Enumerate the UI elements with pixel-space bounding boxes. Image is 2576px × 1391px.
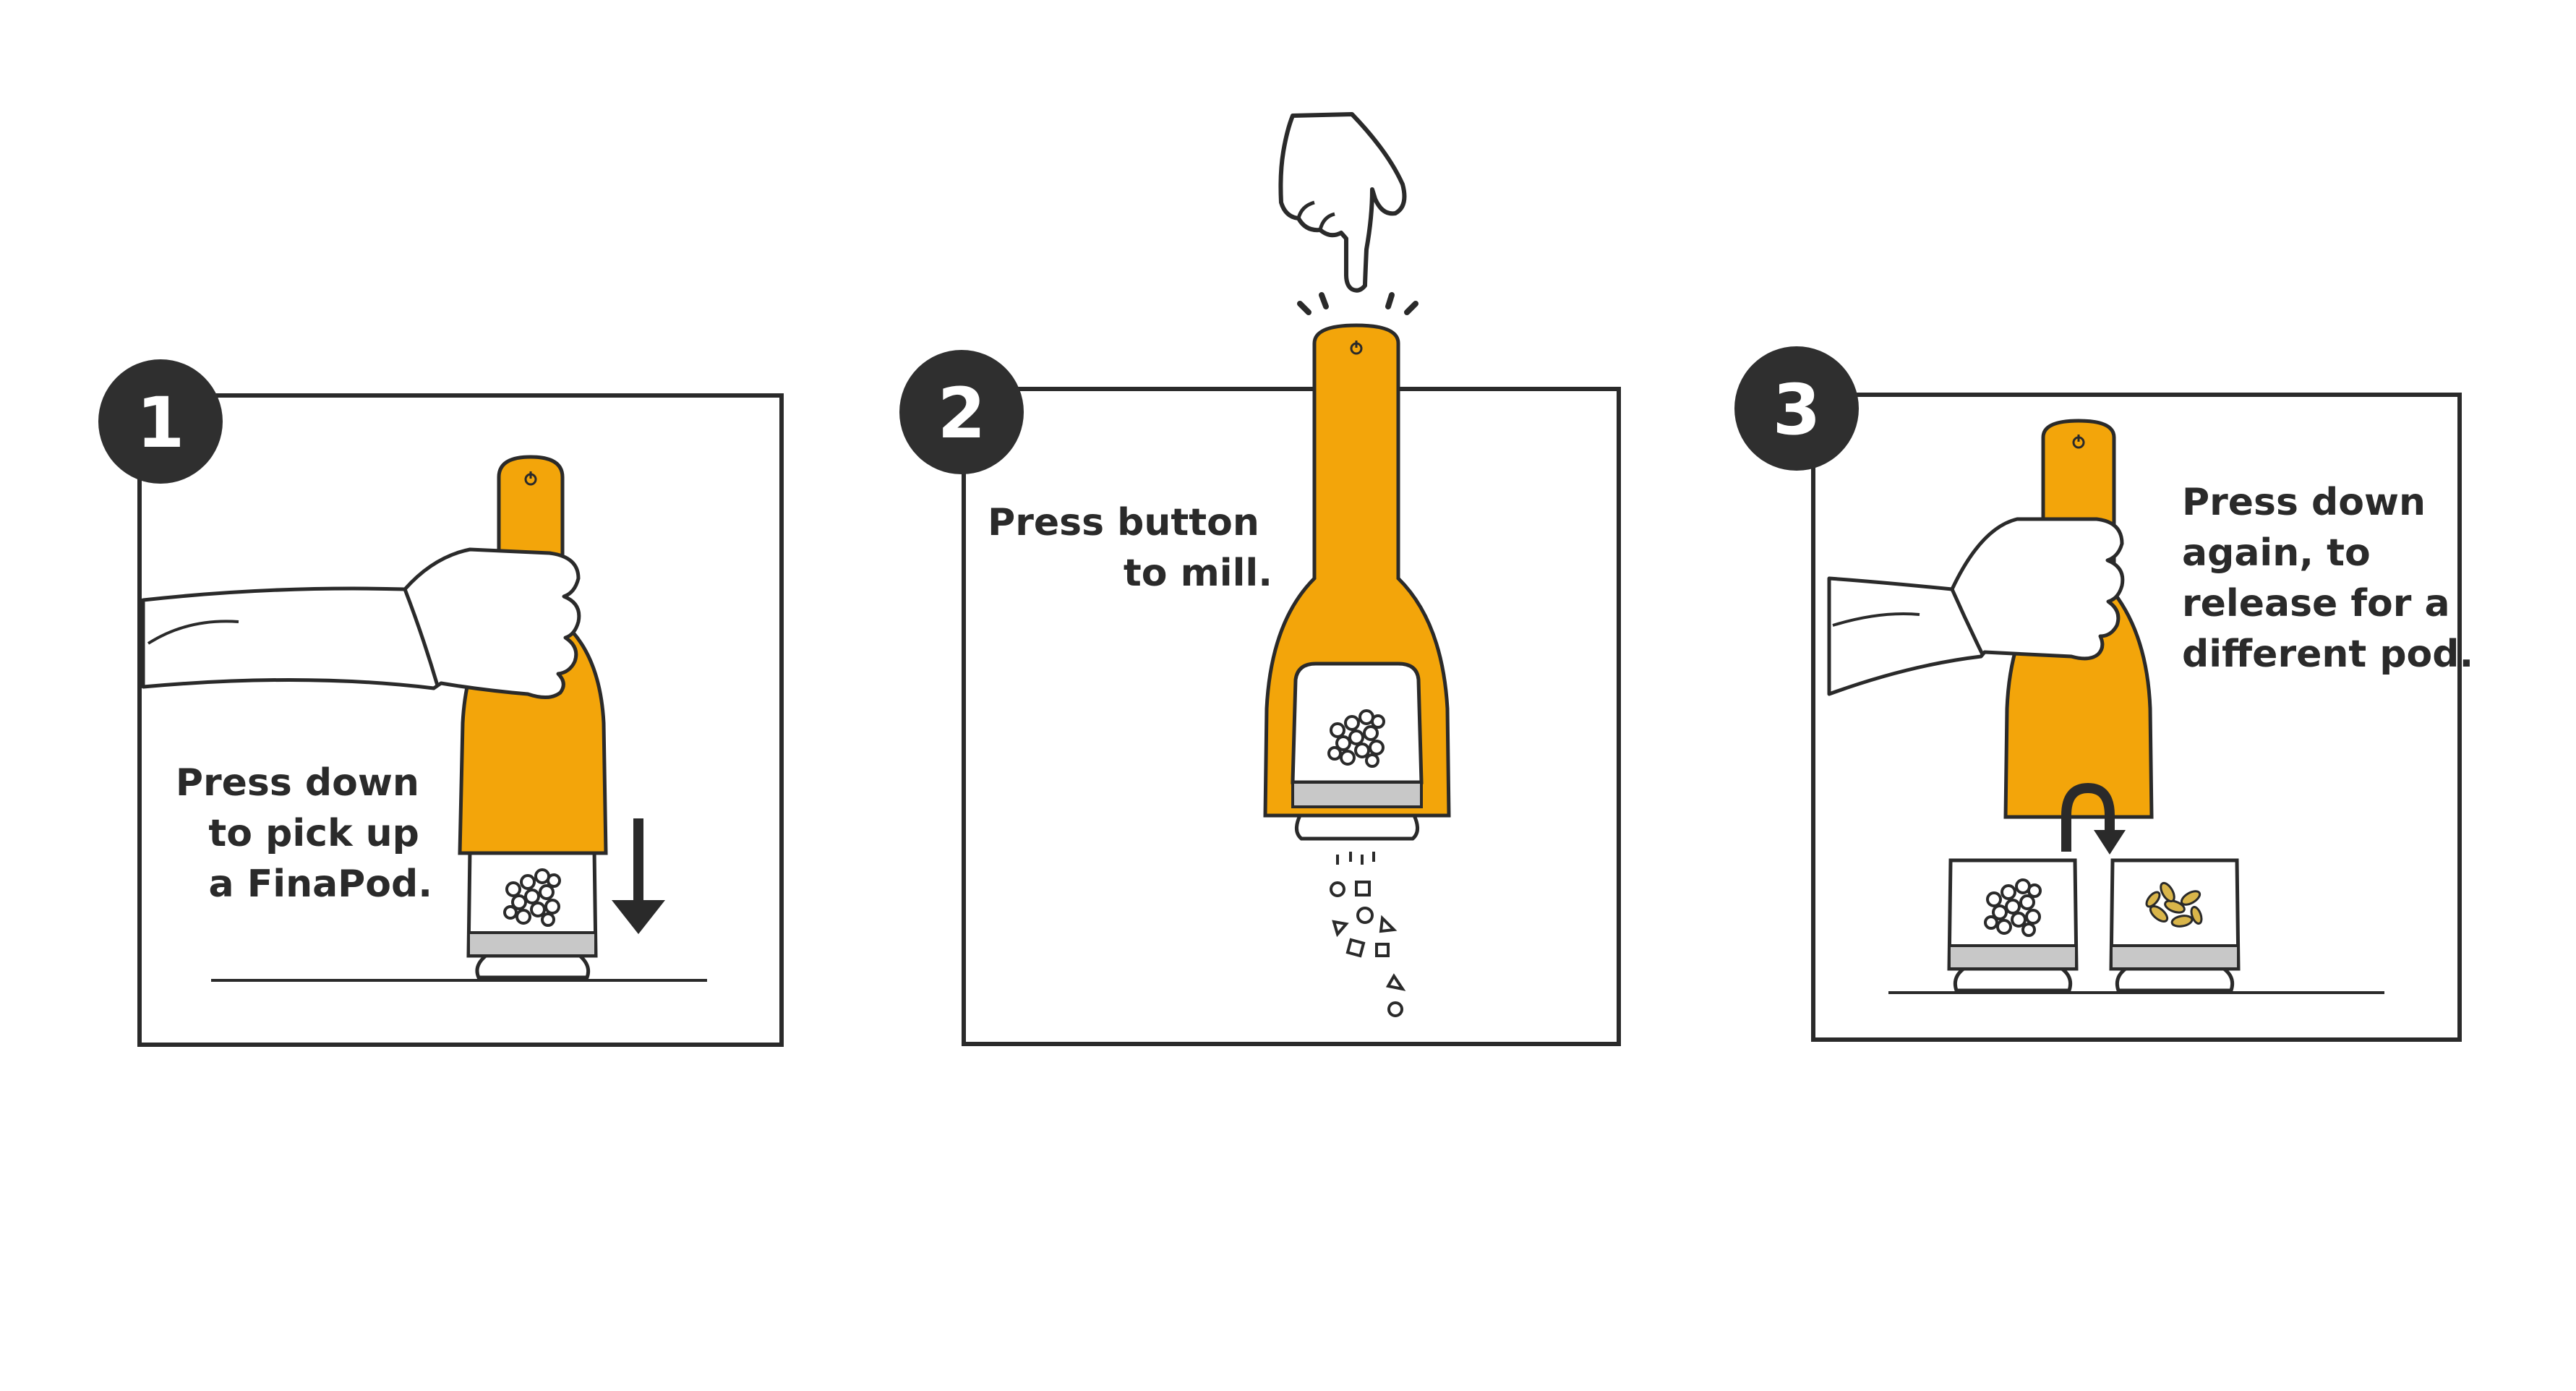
step-3-caption-line: release for a xyxy=(2182,582,2450,625)
mill xyxy=(1263,323,1451,841)
step-1-caption-line: a FinaPod. xyxy=(209,863,432,906)
step-3-caption: Press down again, to release for a diffe… xyxy=(2182,481,2473,676)
finapod xyxy=(466,847,598,980)
step-1-caption-line: to pick up xyxy=(208,812,419,855)
press-indicator xyxy=(1297,292,1418,315)
step-2-badge: 2 xyxy=(899,350,1024,474)
swap-arrow-icon xyxy=(2061,782,2126,855)
step-3-panel: Press down again, to release for a diffe… xyxy=(1734,346,2473,1042)
step-3-caption-line: different pod. xyxy=(2182,633,2473,676)
hand-icon xyxy=(1827,517,2125,696)
step-3-caption-line: again, to xyxy=(2182,531,2371,575)
down-arrow-icon xyxy=(612,818,665,934)
step-number: 2 xyxy=(938,373,986,454)
pointing-finger-icon xyxy=(1278,112,1407,293)
power-button-icon xyxy=(2072,435,2085,449)
step-3-caption-line: Press down xyxy=(2182,481,2426,524)
step-1-panel: Press down to pick up a FinaPod. 1 xyxy=(98,359,784,1047)
step-2-caption-line: to mill. xyxy=(1124,552,1272,595)
step-1-badge: 1 xyxy=(98,359,223,484)
step-2-panel: Press button to mill. 2 xyxy=(899,112,1621,1046)
step-1-caption: Press down to pick up a FinaPod. xyxy=(176,761,432,906)
power-button-icon xyxy=(1350,341,1363,355)
step-3-badge: 3 xyxy=(1734,346,1859,471)
step-2-caption: Press button to mill. xyxy=(988,501,1272,595)
ground-spice-particles xyxy=(1330,852,1406,1017)
step-number: 1 xyxy=(137,382,185,463)
step-1-caption-line: Press down xyxy=(176,761,419,805)
step-2-caption-line: Press button xyxy=(988,501,1259,544)
power-button-icon xyxy=(524,471,537,486)
hand-icon xyxy=(141,547,581,699)
finapod-seeds xyxy=(2109,858,2241,993)
step-number: 3 xyxy=(1773,369,1821,450)
finapod-pepper xyxy=(1947,858,2079,993)
